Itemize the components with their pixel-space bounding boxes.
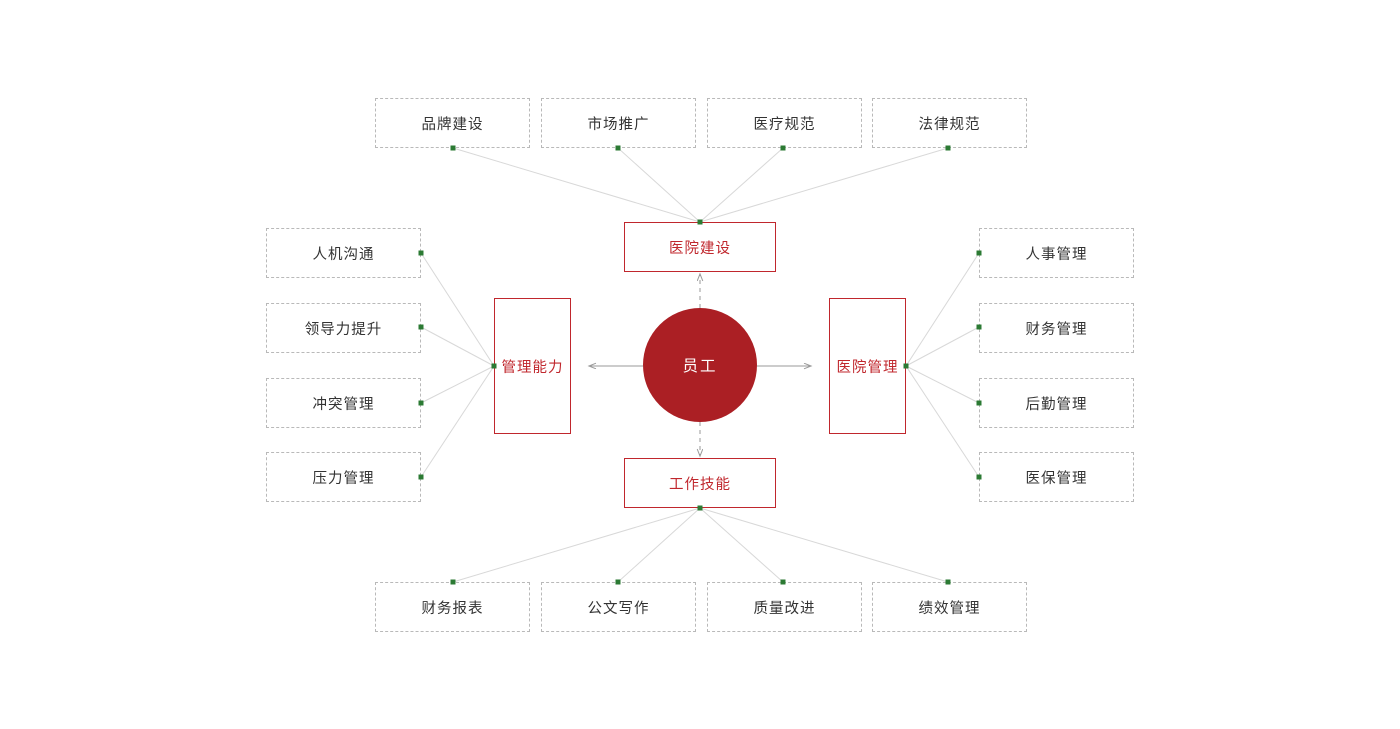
leaf-node-work-skills-3[interactable]: 绩效管理: [872, 582, 1027, 632]
connector-dot-management-ability: [491, 363, 497, 369]
leaf-node-label: 公文写作: [587, 600, 650, 617]
leaf-node-label: 市场推广: [587, 116, 650, 133]
center-arrows: [589, 274, 811, 456]
connector-dot-work-skills-2: [780, 579, 786, 585]
connector-dot-hospital-construction-1: [615, 145, 621, 151]
connector-dot-work-skills-1: [615, 579, 621, 585]
leaf-node-management-ability-0[interactable]: 人机沟通: [266, 228, 421, 278]
connector-dot-work-skills: [697, 505, 703, 511]
fan-line-management-ability-2: [420, 365, 495, 404]
connector-dot-hospital-construction-3: [945, 145, 951, 151]
connector-dot-hospital-construction-0: [450, 145, 456, 151]
fan-line-management-ability-3: [420, 365, 495, 478]
leaf-node-work-skills-1[interactable]: 公文写作: [541, 582, 696, 632]
fan-line-hospital-construction-0: [452, 147, 701, 223]
leaf-node-hospital-construction-0[interactable]: 品牌建设: [375, 98, 530, 148]
branch-node-label: 管理能力: [501, 359, 564, 376]
leaf-node-management-ability-3[interactable]: 压力管理: [266, 452, 421, 502]
branch-node-hospital-construction[interactable]: 医院建设: [624, 222, 776, 272]
connector-dot-management-ability-3: [418, 474, 424, 480]
fan-line-hospital-management-1: [905, 326, 980, 367]
leaf-node-label: 冲突管理: [312, 396, 375, 413]
leaf-node-hospital-management-3[interactable]: 医保管理: [979, 452, 1134, 502]
leaf-node-hospital-management-2[interactable]: 后勤管理: [979, 378, 1134, 428]
connector-dot-hospital-management-0: [976, 250, 982, 256]
leaf-node-management-ability-1[interactable]: 领导力提升: [266, 303, 421, 353]
leaf-node-label: 医保管理: [1025, 470, 1088, 487]
connector-dot-hospital-management-3: [976, 474, 982, 480]
connector-dot-hospital-management-1: [976, 324, 982, 330]
branch-node-label: 医院管理: [836, 359, 899, 376]
fan-line-hospital-management-0: [905, 252, 980, 367]
leaf-node-label: 财务报表: [421, 600, 484, 617]
fan-lines: [420, 147, 980, 583]
fan-line-hospital-construction-2: [699, 147, 784, 223]
fan-line-work-skills-0: [452, 507, 701, 583]
leaf-node-label: 人机沟通: [312, 246, 375, 263]
fan-line-management-ability-1: [420, 326, 495, 367]
fan-line-management-ability-0: [420, 252, 495, 367]
connector-dot-hospital-construction-2: [780, 145, 786, 151]
leaf-node-label: 财务管理: [1025, 321, 1088, 338]
connector-dot-hospital-management-2: [976, 400, 982, 406]
fan-line-work-skills-1: [617, 507, 701, 583]
fan-line-work-skills-3: [699, 507, 949, 583]
leaf-node-label: 质量改进: [753, 600, 816, 617]
fan-line-work-skills-2: [699, 507, 784, 583]
connector-dot-management-ability-2: [418, 400, 424, 406]
connector-dot-work-skills-0: [450, 579, 456, 585]
connector-dot-management-ability-0: [418, 250, 424, 256]
leaf-node-label: 领导力提升: [304, 321, 383, 338]
leaf-node-label: 后勤管理: [1025, 396, 1088, 413]
branch-node-hospital-management[interactable]: 医院管理: [829, 298, 906, 434]
leaf-node-label: 压力管理: [312, 470, 375, 487]
branch-node-label: 工作技能: [669, 476, 731, 493]
leaf-node-hospital-management-1[interactable]: 财务管理: [979, 303, 1134, 353]
leaf-node-work-skills-0[interactable]: 财务报表: [375, 582, 530, 632]
center-node-label: 员工: [682, 358, 718, 375]
leaf-node-hospital-construction-1[interactable]: 市场推广: [541, 98, 696, 148]
fan-line-hospital-construction-1: [617, 147, 701, 223]
connector-dot-hospital-construction: [697, 219, 703, 225]
branch-node-label: 医院建设: [669, 240, 731, 257]
leaf-node-hospital-management-0[interactable]: 人事管理: [979, 228, 1134, 278]
leaf-node-label: 医疗规范: [753, 116, 816, 133]
leaf-node-label: 人事管理: [1025, 246, 1088, 263]
fan-line-hospital-management-2: [905, 365, 980, 404]
leaf-node-hospital-construction-3[interactable]: 法律规范: [872, 98, 1027, 148]
connector-dot-management-ability-1: [418, 324, 424, 330]
leaf-node-management-ability-2[interactable]: 冲突管理: [266, 378, 421, 428]
branch-node-management-ability[interactable]: 管理能力: [494, 298, 571, 434]
center-node-employee[interactable]: 员工: [643, 308, 757, 422]
connector-dot-hospital-management: [903, 363, 909, 369]
fan-line-hospital-construction-3: [699, 147, 949, 223]
branch-node-work-skills[interactable]: 工作技能: [624, 458, 776, 508]
fan-line-hospital-management-3: [905, 365, 980, 478]
leaf-node-hospital-construction-2[interactable]: 医疗规范: [707, 98, 862, 148]
leaf-node-work-skills-2[interactable]: 质量改进: [707, 582, 862, 632]
connector-dot-work-skills-3: [945, 579, 951, 585]
leaf-node-label: 绩效管理: [918, 600, 981, 617]
leaf-node-label: 品牌建设: [421, 116, 484, 133]
leaf-node-label: 法律规范: [918, 116, 981, 133]
